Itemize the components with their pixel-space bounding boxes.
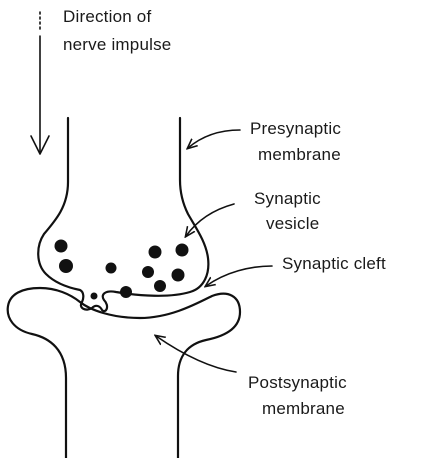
vesicle <box>55 240 68 253</box>
postsynaptic-membrane-outline <box>8 288 240 458</box>
cleft-label: Synaptic cleft <box>282 253 386 275</box>
postsynaptic-label-line2: membrane <box>262 398 345 420</box>
presynaptic-terminal-outline <box>38 118 208 311</box>
vesicle-label-line2: vesicle <box>266 213 319 235</box>
vesicle <box>106 263 117 274</box>
direction-arrow <box>31 12 49 154</box>
vesicle <box>172 269 185 282</box>
presynaptic-label-line1: Presynaptic <box>250 118 341 140</box>
leader-cleft <box>206 266 272 286</box>
vesicle <box>176 244 189 257</box>
leader-presynaptic <box>188 130 240 148</box>
postsynaptic-label-line1: Postsynaptic <box>248 372 347 394</box>
vesicle <box>154 280 166 292</box>
vesicle-label-line1: Synaptic <box>254 188 321 210</box>
leader-vesicle <box>186 204 234 236</box>
direction-label-line2: nerve impulse <box>63 34 171 56</box>
vesicle <box>149 246 162 259</box>
presynaptic-label-line2: membrane <box>258 144 341 166</box>
vesicle <box>59 259 73 273</box>
fusing-vesicle <box>91 293 98 300</box>
vesicle <box>142 266 154 278</box>
leader-postsynaptic <box>156 336 236 372</box>
vesicle <box>120 286 132 298</box>
direction-label-line1: Direction of <box>63 6 151 28</box>
